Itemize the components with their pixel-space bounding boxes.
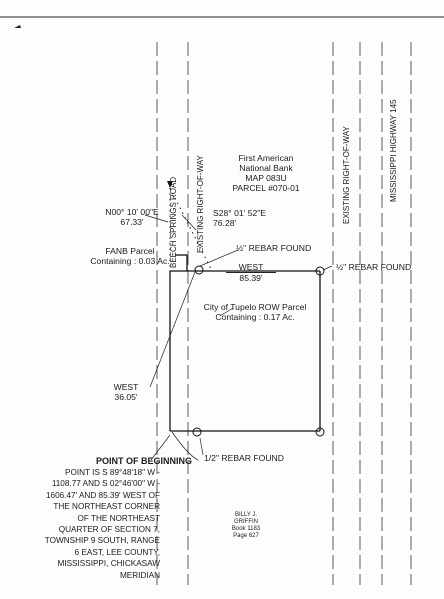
pob-line: OF THE NORTHEAST [77, 513, 161, 523]
pob-title: POINT OF BEGINNING [95, 456, 192, 466]
rebar-label-top-right: ½" REBAR FOUND [336, 262, 412, 272]
distance-text: 85.39' [226, 272, 276, 283]
bearing-text: WEST [238, 262, 264, 272]
pob-line: THE NORTHEAST CORNER [53, 502, 160, 512]
pob-description: POINT IS S 89°48'18" W - 1108.77 AND S 0… [20, 467, 160, 581]
surveyor-stamp: BILLY J. GRIFFIN Book 1183 Page 627 [228, 512, 264, 540]
pob-line: QUARTER OF SECTION 7, [58, 525, 160, 535]
fanb-triangle [169, 187, 213, 272]
corner-mark [14, 25, 21, 28]
bearing-text: N00° 10' 00"E [105, 207, 159, 217]
stamp-line: BILLY J. [234, 512, 258, 518]
leader-line [144, 214, 169, 223]
leader-line [149, 271, 196, 388]
diagonal-bearing: S28° 01' 52"E 76.28' [213, 208, 266, 228]
leader-line [181, 214, 197, 231]
distance-text: 76.28' [213, 218, 237, 228]
road-lines [156, 42, 412, 585]
map-number: MAP 083U [245, 173, 287, 183]
parcel-area: Containing : 0.17 Ac. [215, 312, 295, 322]
north-line-bearing: N00° 10' 00"E 67.33' [100, 207, 164, 227]
beech-springs-road-label: BEECH SPRINGS ROAD [169, 176, 178, 268]
bank-name-line: National Bank [239, 163, 293, 173]
pob-line: 1108.77 AND S 02°46'00" W - [51, 479, 160, 489]
parcel-boundary [169, 254, 321, 432]
pob-line: MISSISSIPPI, CHICKASAW [57, 559, 160, 569]
leader-lines [144, 214, 333, 461]
distance-text: 36.05' [114, 392, 138, 402]
rebar-label-top-center: ½" REBAR FOUND [236, 243, 312, 253]
highway-label: MISSISSIPPI HIGHWAY 145 [389, 99, 398, 202]
rebar-circle [192, 427, 202, 437]
tupelo-parcel-label: City of Tupelo ROW Parcel Containing : 0… [198, 302, 312, 322]
parcel-area: Containing : 0.03 Ac. [90, 256, 170, 266]
rebar-circle [194, 265, 204, 275]
stamp-line: Page 627 [233, 533, 259, 539]
rebar-circle [315, 266, 325, 276]
row-right-label: EXISTING RIGHT-OF-WAY [342, 126, 351, 224]
pob-line: POINT IS S 89°48'18" W - [65, 468, 160, 477]
leader-line [219, 307, 234, 317]
leader-line [199, 249, 239, 267]
rebar-label-bottom: 1/2" REBAR FOUND [204, 453, 284, 463]
rebar-markers [192, 265, 325, 437]
north-arrow-tip [167, 181, 173, 188]
distance-text: 67.33' [120, 217, 144, 227]
leader-line [150, 434, 171, 461]
bank-parcel-label: First American National Bank MAP 083U PA… [221, 153, 311, 193]
row-left-label: EXISTING RIGHT-OF-WAY [196, 155, 205, 253]
rebar-circle [315, 427, 325, 437]
stamp-line: Book 1183 [231, 526, 261, 532]
pob-line: TOWNSHIP 9 SOUTH, RANGE [44, 536, 160, 546]
parcel-number: PARCEL #070-01 [232, 183, 300, 193]
bank-name-line: First American [238, 153, 294, 163]
parcel-name: City of Tupelo ROW Parcel [203, 302, 307, 312]
west-upper-bearing: WEST 85.39' [226, 262, 276, 283]
fanb-parcel-label: FANB Parcel Containing : 0.03 Ac. [90, 246, 170, 266]
pob-line: 6 EAST, LEE COUNTY, [74, 547, 160, 557]
pob-line: 1606.47' AND 85.39' WEST OF [45, 490, 160, 500]
stamp-line: GRIFFIN [234, 519, 258, 525]
triangle-side [169, 187, 213, 272]
west-lower-bearing: WEST 36.05' [104, 382, 148, 402]
parcel-name: FANB Parcel [105, 246, 155, 256]
leader-line [322, 265, 333, 271]
leader-line [171, 431, 199, 461]
bearing-text: WEST [113, 382, 139, 392]
pob-line: MERIDIAN [119, 570, 160, 580]
bearing-text: S28° 01' 52"E [213, 208, 267, 218]
leader-line [199, 437, 204, 456]
